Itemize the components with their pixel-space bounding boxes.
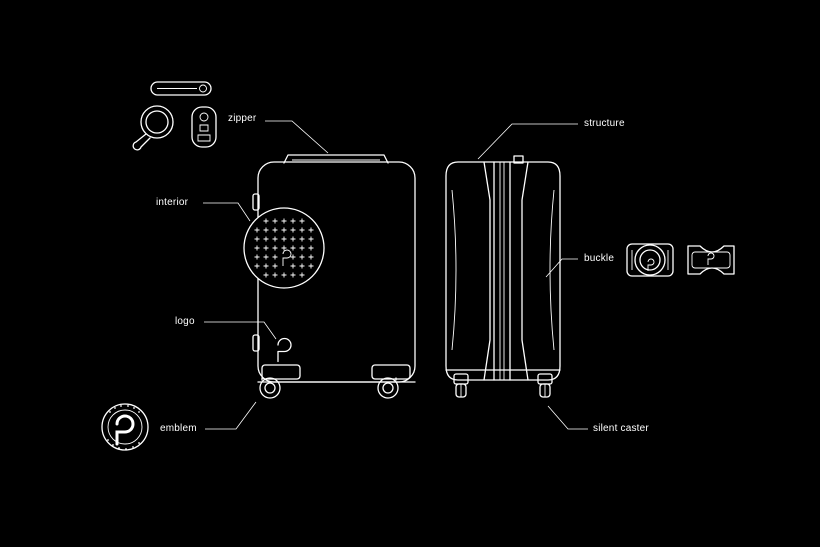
label-zipper: zipper: [228, 113, 257, 124]
plus-mark: [299, 254, 305, 260]
plus-mark: [299, 245, 305, 251]
plus-mark: [272, 236, 278, 242]
plus-mark: [263, 236, 269, 242]
plus-mark: [254, 263, 260, 269]
label-buckle: buckle: [584, 253, 615, 264]
plus-mark: [299, 218, 305, 224]
plus-mark: [290, 263, 296, 269]
label-emblem: emblem: [160, 423, 197, 434]
plus-mark: [299, 227, 305, 233]
plus-mark: [308, 245, 314, 251]
plus-mark: [263, 245, 269, 251]
label-silent-caster: silent caster: [593, 423, 649, 434]
plus-mark: [290, 218, 296, 224]
suitcase-side-view: [445, 155, 561, 381]
leader-interior: [203, 202, 251, 222]
plus-mark: [272, 245, 278, 251]
buckle-icon: [626, 243, 735, 277]
leader-structure: [477, 123, 578, 160]
plus-mark: [308, 263, 314, 269]
plus-mark: [290, 272, 296, 278]
plus-mark: [281, 272, 287, 278]
plus-mark: [272, 227, 278, 233]
plus-mark: [272, 263, 278, 269]
plus-mark: [263, 227, 269, 233]
leader-logo: [204, 321, 277, 340]
interior-pattern-icon: [243, 207, 325, 289]
suitcase-front-view: [252, 154, 416, 399]
logo-mark-icon: [277, 337, 292, 363]
plus-mark: [290, 227, 296, 233]
plus-mark: [272, 272, 278, 278]
plus-mark: [254, 254, 260, 260]
emblem-badge-icon: [101, 403, 149, 451]
plus-mark: [308, 236, 314, 242]
plus-mark: [272, 218, 278, 224]
zipper-pull-icon: [132, 81, 217, 151]
leader-emblem: [205, 401, 257, 430]
plus-mark: [272, 254, 278, 260]
label-structure: structure: [584, 118, 625, 129]
plus-mark: [290, 245, 296, 251]
label-interior: interior: [156, 197, 189, 208]
plus-mark: [254, 245, 260, 251]
leader-buckle: [545, 258, 578, 278]
plus-mark: [254, 236, 260, 242]
leader-lines: [203, 120, 588, 430]
plus-mark: [263, 254, 269, 260]
leader-zipper: [265, 120, 329, 154]
plus-mark: [263, 218, 269, 224]
plus-mark: [263, 272, 269, 278]
plus-mark: [290, 236, 296, 242]
label-logo: logo: [175, 316, 195, 327]
plus-mark: [281, 236, 287, 242]
leader-silent-caster: [547, 405, 588, 430]
plus-mark: [299, 263, 305, 269]
plus-mark: [263, 263, 269, 269]
plus-mark: [290, 254, 296, 260]
plus-mark: [299, 236, 305, 242]
plus-mark: [299, 272, 305, 278]
plus-mark: [281, 218, 287, 224]
plus-mark: [308, 254, 314, 260]
plus-mark: [281, 245, 287, 251]
caster-wheel-icon: [453, 373, 553, 398]
plus-mark: [254, 227, 260, 233]
plus-mark: [308, 227, 314, 233]
plus-mark: [281, 227, 287, 233]
